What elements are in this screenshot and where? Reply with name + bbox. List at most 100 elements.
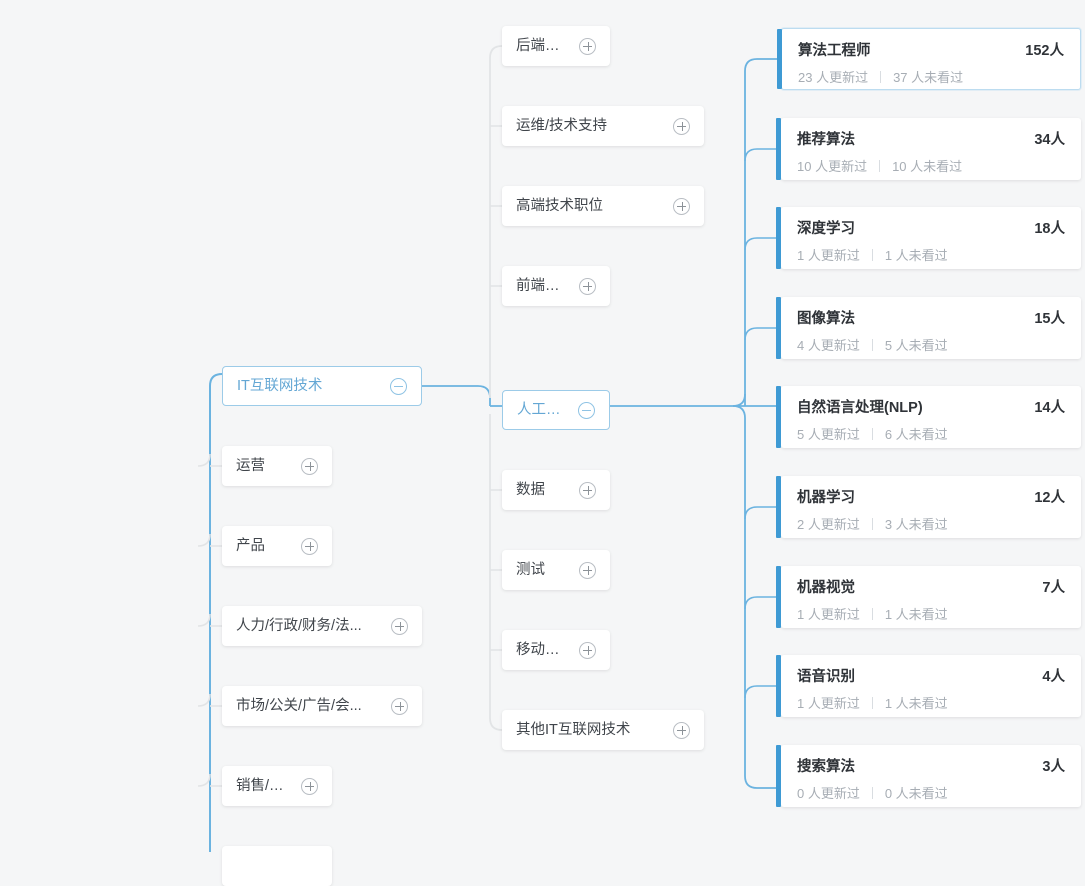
node-senior-tech-positions[interactable]: 高端技术职位: [502, 186, 704, 226]
card-accent-bar: [777, 29, 782, 89]
node-mobile-dev[interactable]: 移动开发: [502, 630, 610, 670]
card-header: 深度学习 18人: [797, 217, 1065, 238]
job-title: 自然语言处理(NLP): [797, 400, 923, 416]
node-label: 数据: [516, 482, 545, 498]
card-accent-bar: [776, 118, 781, 180]
job-card[interactable]: 图像算法 15人 4 人更新过 5 人未看过: [776, 297, 1081, 359]
node-label: 移动开发: [516, 642, 565, 658]
node-label: 后端开发: [516, 38, 565, 54]
node-label: 市场/公关/广告/会...: [236, 698, 362, 714]
meta-separator: [871, 248, 873, 261]
plus-circle-icon[interactable]: [579, 561, 596, 579]
plus-circle-icon[interactable]: [673, 117, 690, 135]
card-meta: 1 人更新过 1 人未看过: [797, 693, 1065, 712]
job-count: 152人: [1025, 43, 1064, 59]
node-label: 高端技术职位: [516, 198, 603, 214]
job-card[interactable]: 算法工程师 152人 23 人更新过 37 人未看过: [777, 28, 1081, 90]
plus-circle-icon[interactable]: [579, 481, 596, 499]
node-data[interactable]: 数据: [502, 470, 610, 510]
unread-count: 1 人未看过: [884, 607, 948, 622]
plus-circle-icon[interactable]: [301, 537, 318, 555]
card-header: 自然语言处理(NLP) 14人: [797, 396, 1065, 417]
mindmap-canvas: IT互联网技术 运营 产品 人力/行政/财务/法... 市场/公关/广告/会..…: [197, 26, 1081, 852]
job-card[interactable]: 机器学习 12人 2 人更新过 3 人未看过: [776, 476, 1081, 538]
plus-circle-icon[interactable]: [301, 457, 318, 475]
job-card[interactable]: 机器视觉 7人 1 人更新过 1 人未看过: [776, 566, 1081, 628]
node-backend-dev[interactable]: 后端开发: [502, 26, 610, 66]
node-label: 运维/技术支持: [516, 118, 608, 134]
card-meta: 0 人更新过 0 人未看过: [797, 783, 1065, 802]
job-card[interactable]: 语音识别 4人 1 人更新过 1 人未看过: [776, 655, 1081, 717]
updated-count: 1 人更新过: [797, 696, 860, 711]
node-artificial-intelligence[interactable]: 人工智能: [502, 390, 610, 430]
job-card[interactable]: 深度学习 18人 1 人更新过 1 人未看过: [776, 207, 1081, 269]
unread-count: 5 人未看过: [884, 338, 948, 353]
updated-count: 0 人更新过: [797, 786, 860, 801]
card-header: 机器视觉 7人: [797, 576, 1065, 597]
job-title: 机器学习: [797, 490, 855, 506]
unread-count: 1 人未看过: [884, 248, 948, 263]
node-hr-admin-finance-legal[interactable]: 人力/行政/财务/法...: [222, 606, 422, 646]
card-accent-bar: [776, 297, 781, 359]
node-other-it-internet-tech[interactable]: 其他IT互联网技术: [502, 710, 704, 750]
card-meta: 23 人更新过 37 人未看过: [798, 67, 1064, 86]
card-header: 语音识别 4人: [797, 665, 1065, 686]
node-product[interactable]: 产品: [222, 526, 332, 566]
node-marketing-pr-ads[interactable]: 市场/公关/广告/会...: [222, 686, 422, 726]
job-card[interactable]: 搜索算法 3人 0 人更新过 0 人未看过: [776, 745, 1081, 807]
job-title: 深度学习: [797, 221, 855, 237]
job-count: 14人: [1034, 400, 1065, 416]
node-testing[interactable]: 测试: [502, 550, 610, 590]
plus-circle-icon[interactable]: [579, 37, 596, 55]
node-partial-bottom[interactable]: [222, 846, 332, 886]
unread-count: 0 人未看过: [884, 786, 948, 801]
job-title: 机器视觉: [797, 580, 855, 596]
job-card[interactable]: 自然语言处理(NLP) 14人 5 人更新过 6 人未看过: [776, 386, 1081, 448]
node-label: IT互联网技术: [237, 378, 323, 394]
node-frontend-dev[interactable]: 前端开发: [502, 266, 610, 306]
updated-count: 1 人更新过: [797, 248, 860, 263]
plus-circle-icon[interactable]: [673, 197, 690, 215]
unread-count: 37 人未看过: [893, 70, 964, 85]
card-header: 推荐算法 34人: [797, 128, 1065, 149]
card-meta: 4 人更新过 5 人未看过: [797, 335, 1065, 354]
plus-circle-icon[interactable]: [673, 721, 690, 739]
node-devops-tech-support[interactable]: 运维/技术支持: [502, 106, 704, 146]
job-title: 搜索算法: [797, 759, 855, 775]
meta-separator: [871, 696, 873, 709]
card-header: 算法工程师 152人: [798, 39, 1064, 60]
card-accent-bar: [776, 655, 781, 717]
card-accent-bar: [776, 386, 781, 448]
minus-circle-icon[interactable]: [578, 401, 595, 419]
node-label: 运营: [236, 458, 265, 474]
node-root-it-internet-tech[interactable]: IT互联网技术: [222, 366, 422, 406]
card-accent-bar: [776, 476, 781, 538]
job-count: 7人: [1042, 580, 1065, 596]
meta-separator: [871, 607, 873, 620]
job-count: 12人: [1034, 490, 1065, 506]
card-meta: 1 人更新过 1 人未看过: [797, 604, 1065, 623]
meta-separator: [871, 338, 873, 351]
job-card[interactable]: 推荐算法 34人 10 人更新过 10 人未看过: [776, 118, 1081, 180]
node-label: 产品: [236, 538, 265, 554]
card-meta: 5 人更新过 6 人未看过: [797, 424, 1065, 443]
job-title: 推荐算法: [797, 132, 855, 148]
plus-circle-icon[interactable]: [391, 697, 408, 715]
job-title: 语音识别: [797, 669, 855, 685]
minus-circle-icon[interactable]: [390, 377, 407, 395]
updated-count: 2 人更新过: [797, 517, 860, 532]
node-operations[interactable]: 运营: [222, 446, 332, 486]
job-title: 算法工程师: [798, 43, 871, 59]
card-accent-bar: [776, 207, 781, 269]
plus-circle-icon[interactable]: [391, 617, 408, 635]
updated-count: 5 人更新过: [797, 427, 860, 442]
plus-circle-icon[interactable]: [301, 777, 318, 795]
card-accent-bar: [776, 566, 781, 628]
plus-circle-icon[interactable]: [579, 641, 596, 659]
plus-circle-icon[interactable]: [579, 277, 596, 295]
node-label: 其他IT互联网技术: [516, 722, 631, 738]
node-sales-customer-service[interactable]: 销售/客服: [222, 766, 332, 806]
node-label: 人力/行政/财务/法...: [236, 618, 362, 634]
job-count: 4人: [1042, 669, 1065, 685]
card-header: 图像算法 15人: [797, 307, 1065, 328]
